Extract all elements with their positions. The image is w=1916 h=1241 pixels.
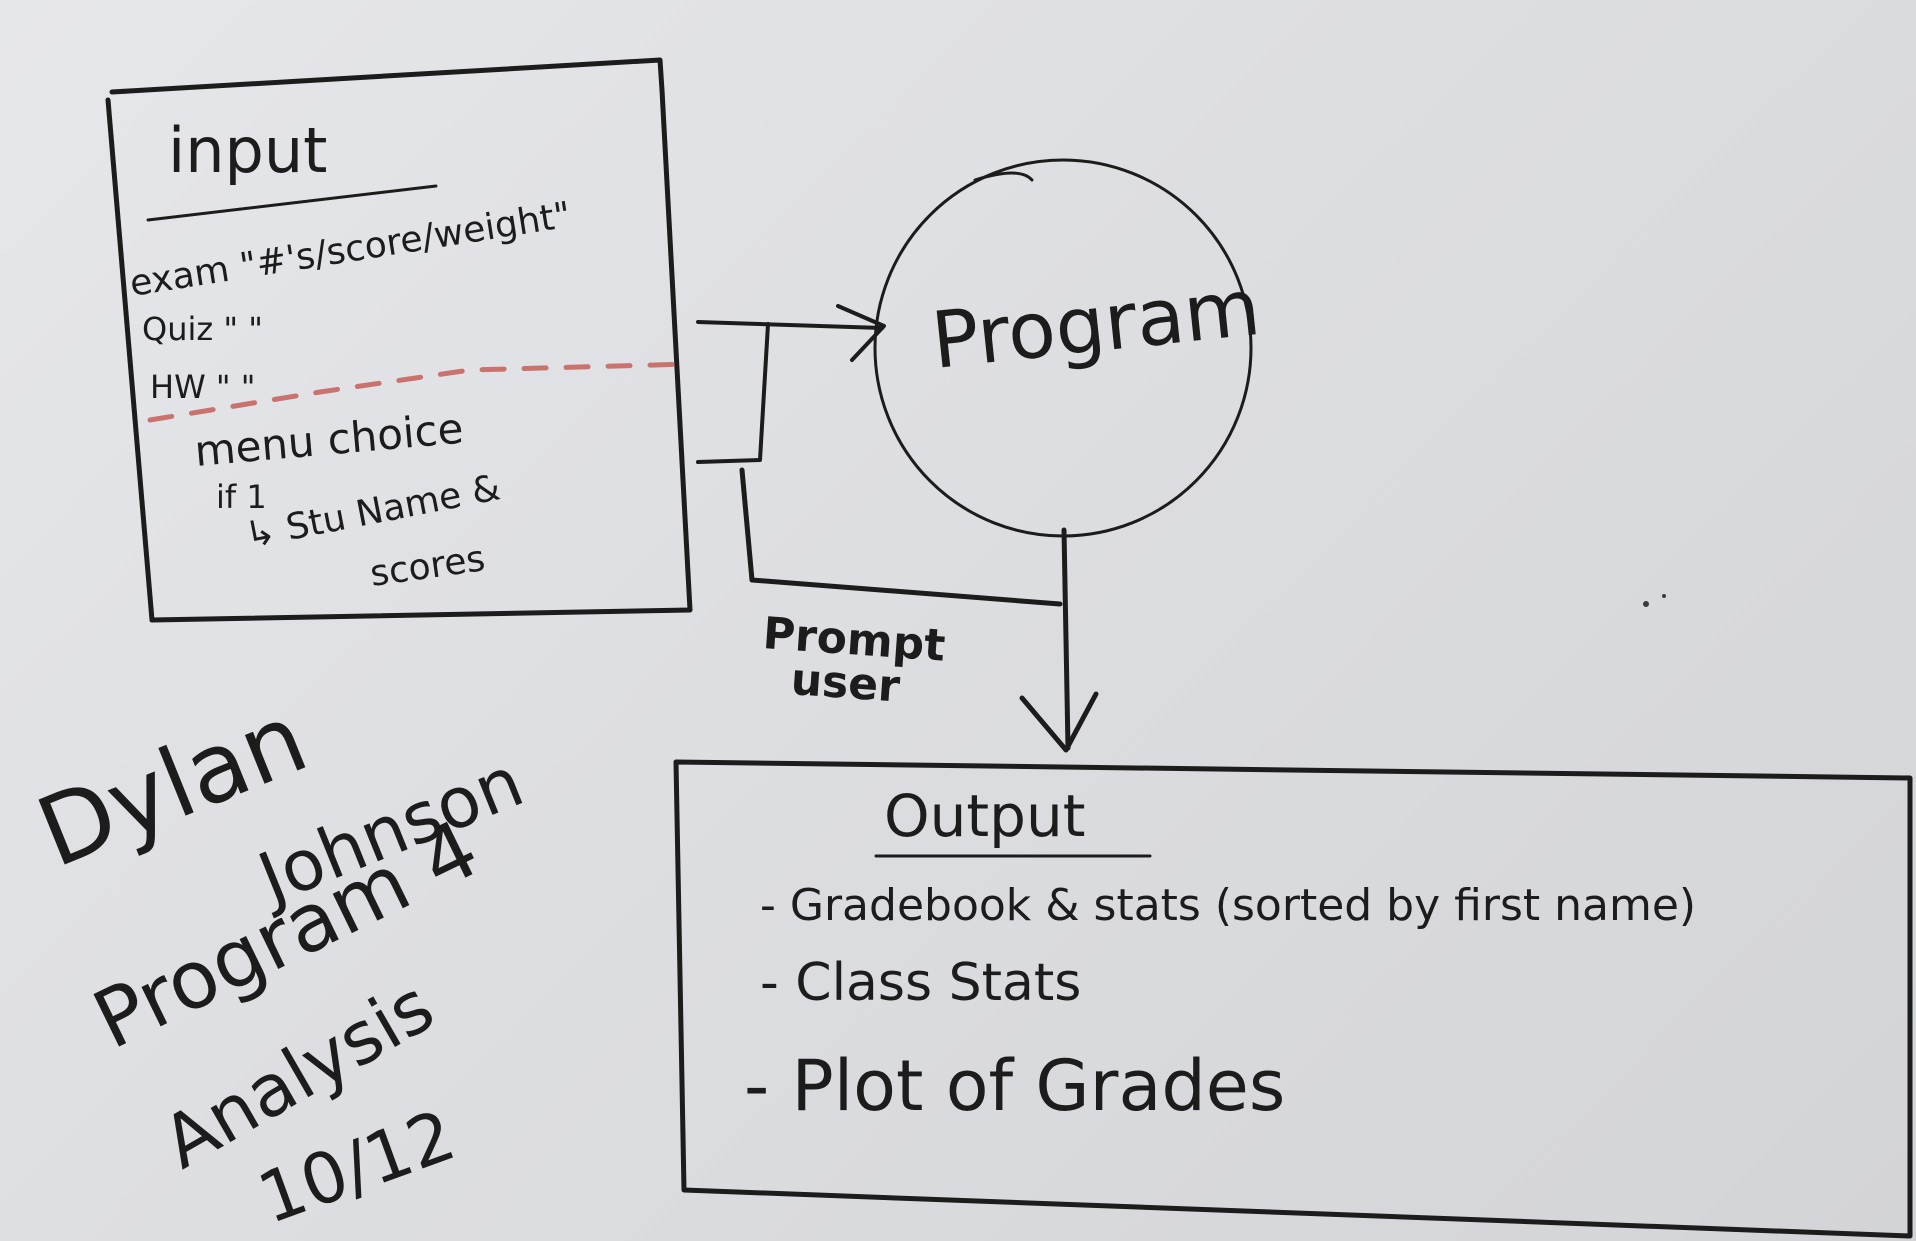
arrowhead: [836, 304, 886, 362]
board-speck: [1643, 601, 1649, 607]
input-title: input: [168, 114, 327, 187]
input-line-quiz: Quiz " ": [142, 310, 263, 348]
down-arrowhead: [1019, 691, 1099, 753]
circle-overlap-stroke: [973, 171, 1034, 182]
program-label: Program: [928, 263, 1265, 387]
output-box-border: [673, 759, 1913, 1239]
output-item-plot: - Plot of Grades: [744, 1045, 1285, 1127]
output-box: Output - Gradebook & stats (sorted by fi…: [673, 759, 1913, 1239]
program-to-output-arrow: [1019, 527, 1099, 753]
input-line-hw: HW " ": [150, 368, 255, 406]
arrow-line: [696, 320, 884, 330]
program-node: Program: [873, 158, 1265, 538]
input-box: input exam "#'s/score/weight" Quiz " " H…: [105, 57, 693, 623]
input-to-program-connector: [696, 304, 1063, 607]
prompt-label-line2: user: [789, 654, 902, 713]
prompt-label-line1: Prompt: [761, 608, 947, 672]
output-title: Output: [884, 782, 1085, 850]
output-item-gradebook: - Gradebook & stats (sorted by first nam…: [760, 880, 1696, 931]
prompt-connector: [739, 467, 1063, 607]
input-line-if: if 1: [216, 478, 267, 516]
input-divider-red: [147, 361, 693, 423]
down-arrow-line: [1061, 527, 1071, 751]
input-line-scores: scores: [368, 538, 488, 595]
input-box-border: [105, 57, 693, 623]
board-speck: [1662, 594, 1666, 598]
input-line-exam: exam "#'s/score/weight": [127, 195, 574, 305]
output-item-class-stats: - Class Stats: [760, 953, 1081, 1013]
connector-bracket: [696, 322, 770, 464]
author-block: Dylan Johnson Program 4 Analysis 10/12: [23, 682, 534, 1240]
input-line-menu-choice: menu choice: [193, 404, 466, 476]
input-title-underline: [146, 184, 438, 222]
